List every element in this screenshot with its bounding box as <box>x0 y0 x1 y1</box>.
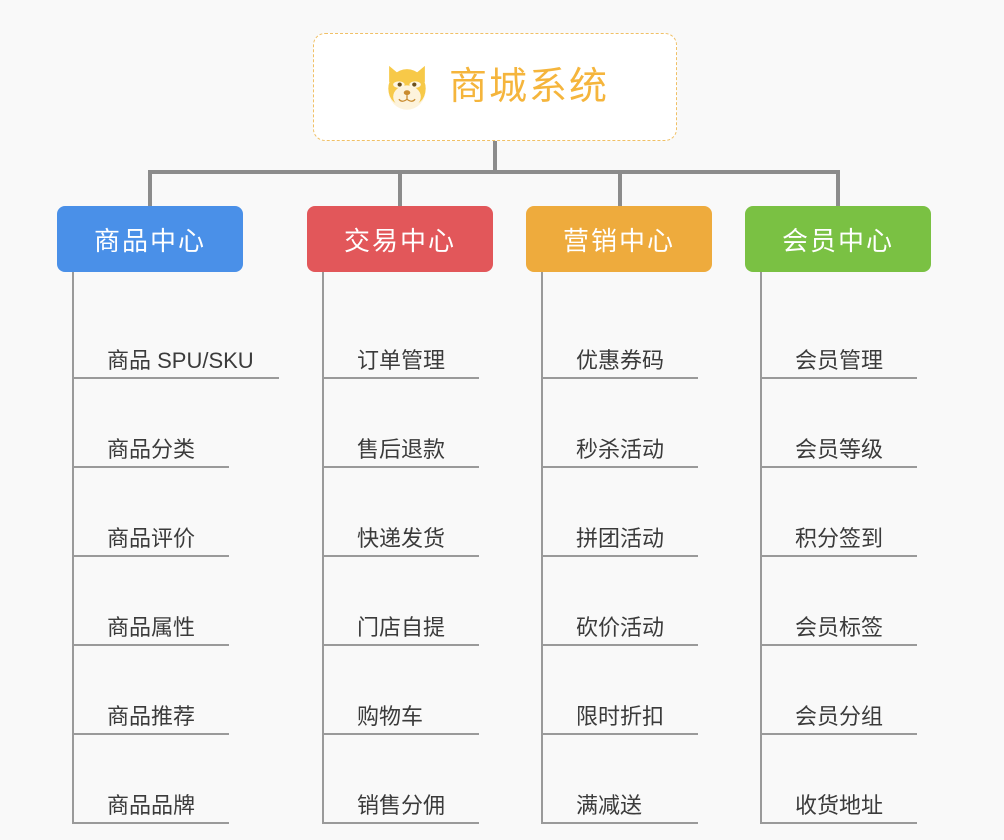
list-item[interactable]: 商品评价 <box>74 468 243 557</box>
list-item[interactable]: 商品分类 <box>74 379 243 468</box>
branch-marketing-center: 营销中心 优惠券码 秒杀活动 拼团活动 砍价活动 限时折扣 满减送 <box>526 206 712 824</box>
leaf-label: 会员分组 <box>795 703 884 729</box>
branch-member-center: 会员中心 会员管理 会员等级 积分签到 会员标签 会员分组 收货地址 <box>745 206 931 824</box>
root-title: 商城系统 <box>448 66 609 108</box>
shiba-dog-icon <box>388 65 426 110</box>
list-item[interactable]: 砍价活动 <box>543 557 712 646</box>
leaf-label: 商品品牌 <box>107 792 196 818</box>
connector-horizontal-bus <box>148 170 840 174</box>
list-item[interactable]: 拼团活动 <box>543 468 712 557</box>
branch-trade-center: 交易中心 订单管理 售后退款 快递发货 门店自提 购物车 销售分佣 <box>307 206 493 824</box>
leaf-label: 订单管理 <box>357 347 446 373</box>
list-item[interactable]: 收货地址 <box>762 735 931 824</box>
leaf-list-member-center: 会员管理 会员等级 积分签到 会员标签 会员分组 收货地址 <box>760 272 931 824</box>
leaf-label: 门店自提 <box>357 614 446 640</box>
list-item[interactable]: 订单管理 <box>324 290 493 379</box>
leaf-label: 商品属性 <box>107 614 196 640</box>
leaf-list-trade-center: 订单管理 售后退款 快递发货 门店自提 购物车 销售分佣 <box>322 272 493 824</box>
leaf-label: 商品推荐 <box>107 703 196 729</box>
list-item[interactable]: 会员分组 <box>762 646 931 735</box>
center-box-trade-center[interactable]: 交易中心 <box>307 206 493 272</box>
leaf-list-product-center: 商品 SPU/SKU 商品分类 商品评价 商品属性 商品推荐 商品品牌 <box>72 272 279 824</box>
list-item[interactable]: 商品推荐 <box>74 646 243 735</box>
leaf-label: 积分签到 <box>795 525 884 551</box>
list-item[interactable]: 快递发货 <box>324 468 493 557</box>
leaf-label: 限时折扣 <box>576 703 665 729</box>
list-item[interactable]: 优惠券码 <box>543 290 712 379</box>
leaf-label: 砍价活动 <box>576 614 665 640</box>
center-box-product-center[interactable]: 商品中心 <box>57 206 243 272</box>
branch-product-center: 商品中心 商品 SPU/SKU 商品分类 商品评价 商品属性 商品推荐 商品品牌 <box>57 206 279 824</box>
leaf-label: 购物车 <box>357 703 424 729</box>
connector-drop-1 <box>148 172 152 206</box>
leaf-label: 秒杀活动 <box>576 436 665 462</box>
leaf-list-marketing-center: 优惠券码 秒杀活动 拼团活动 砍价活动 限时折扣 满减送 <box>541 272 712 824</box>
leaf-label: 收货地址 <box>795 792 884 818</box>
list-item[interactable]: 会员等级 <box>762 379 931 468</box>
leaf-label: 会员标签 <box>795 614 884 640</box>
list-item[interactable]: 销售分佣 <box>324 735 493 824</box>
leaf-label: 拼团活动 <box>576 525 665 551</box>
list-item[interactable]: 满减送 <box>543 735 712 824</box>
center-box-member-center[interactable]: 会员中心 <box>745 206 931 272</box>
list-item[interactable]: 会员管理 <box>762 290 931 379</box>
list-item[interactable]: 商品 SPU/SKU <box>74 290 279 379</box>
list-item[interactable]: 购物车 <box>324 646 493 735</box>
root-node-card[interactable]: 商城系统 <box>313 33 677 141</box>
leaf-label: 商品评价 <box>107 525 196 551</box>
connector-root-stem <box>493 141 497 172</box>
connector-drop-2 <box>398 172 402 206</box>
leaf-label: 商品 SPU/SKU <box>107 347 254 373</box>
connector-drop-4 <box>836 172 840 206</box>
list-item[interactable]: 会员标签 <box>762 557 931 646</box>
list-item[interactable]: 商品属性 <box>74 557 243 646</box>
leaf-label: 会员等级 <box>795 436 884 462</box>
list-item[interactable]: 限时折扣 <box>543 646 712 735</box>
leaf-label: 商品分类 <box>107 436 196 462</box>
list-item[interactable]: 售后退款 <box>324 379 493 468</box>
leaf-label: 售后退款 <box>357 436 446 462</box>
connector-drop-3 <box>618 172 622 206</box>
list-item[interactable]: 秒杀活动 <box>543 379 712 468</box>
center-box-marketing-center[interactable]: 营销中心 <box>526 206 712 272</box>
list-item[interactable]: 积分签到 <box>762 468 931 557</box>
list-item[interactable]: 门店自提 <box>324 557 493 646</box>
leaf-label: 快递发货 <box>357 525 446 551</box>
list-item[interactable]: 商品品牌 <box>74 735 243 824</box>
leaf-label: 优惠券码 <box>576 347 665 373</box>
leaf-label: 满减送 <box>576 792 643 818</box>
leaf-label: 销售分佣 <box>357 792 446 818</box>
leaf-label: 会员管理 <box>795 347 884 373</box>
